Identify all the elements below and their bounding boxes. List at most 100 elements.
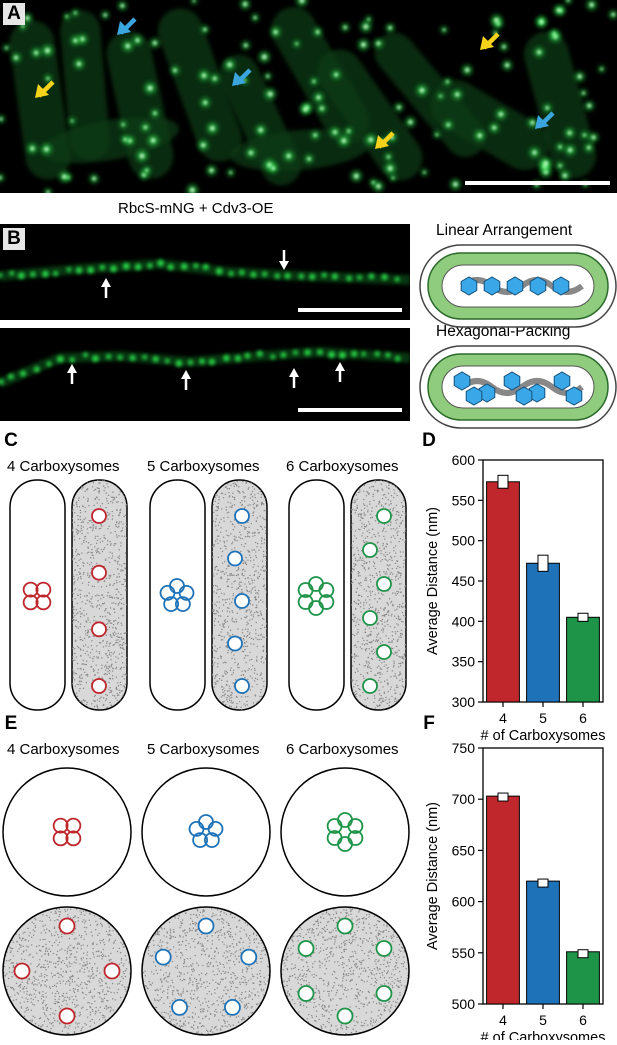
simulation-noise <box>97 992 99 994</box>
simulation-noise <box>382 494 385 496</box>
simulation-noise <box>397 638 399 641</box>
simulation-noise <box>88 919 90 921</box>
simulation-noise <box>93 585 95 588</box>
simulation-noise <box>260 638 263 641</box>
simulation-noise <box>363 604 365 606</box>
simulation-noise <box>353 661 356 663</box>
simulation-noise <box>372 485 375 488</box>
simulation-noise <box>99 615 101 618</box>
simulation-noise <box>248 554 251 556</box>
simulation-noise <box>36 952 38 954</box>
simulation-noise <box>230 982 232 984</box>
simulation-noise <box>119 491 121 493</box>
simulation-noise <box>42 1031 45 1034</box>
simulation-noise <box>390 600 393 603</box>
simulation-noise <box>83 625 86 628</box>
simulation-noise <box>97 547 99 550</box>
simulation-noise <box>212 663 214 666</box>
simulation-noise <box>363 601 365 604</box>
simulation-noise <box>371 640 373 643</box>
simulation-noise <box>43 999 45 1002</box>
carboxysome-spot <box>274 273 281 279</box>
simulation-noise <box>196 933 199 935</box>
simulation-noise <box>219 540 221 542</box>
simulation-noise <box>226 488 229 490</box>
simulation-noise <box>79 675 81 677</box>
carboxysome-spot-core <box>73 38 78 43</box>
simulation-noise <box>399 671 401 673</box>
simulation-noise <box>73 619 75 622</box>
simulation-noise <box>383 691 386 694</box>
simulation-noise <box>107 486 109 488</box>
simulation-noise <box>259 515 261 517</box>
simulation-noise <box>381 497 384 500</box>
simulation-noise <box>390 536 393 539</box>
carboxysome-spot <box>56 355 64 363</box>
simulation-noise <box>165 980 168 982</box>
simulation-noise <box>73 1032 76 1034</box>
simulation-noise <box>111 552 113 555</box>
simulation-noise <box>256 504 259 506</box>
simulation-noise <box>212 520 215 522</box>
carboxysome-spot <box>147 262 153 269</box>
carboxysome-spot <box>20 370 27 377</box>
simulation-noise <box>258 614 260 617</box>
simulation-noise <box>142 1018 143 1020</box>
simulation-noise <box>121 943 124 946</box>
simulation-noise <box>121 624 123 626</box>
simulation-noise <box>156 919 158 921</box>
schematic-linear-label: Linear Arrangement <box>436 222 573 239</box>
simulation-noise <box>167 992 169 994</box>
simulation-noise <box>255 556 258 559</box>
carboxysome-spot-core <box>44 47 51 54</box>
simulation-noise <box>113 620 115 622</box>
simulation-noise <box>57 992 60 994</box>
simulation-noise <box>222 599 224 601</box>
simulation-noise <box>125 935 127 938</box>
simulation-noise <box>96 548 98 551</box>
simulation-noise <box>107 1007 109 1009</box>
simulation-noise <box>120 622 122 625</box>
simulation-noise <box>245 1033 247 1035</box>
carboxysome-hexagon <box>528 383 546 403</box>
carboxysome-spot <box>215 267 223 275</box>
simulation-noise <box>83 518 85 521</box>
simulation-noise <box>223 517 225 519</box>
carboxysome-spot-core <box>5 46 8 50</box>
simulation-noise <box>260 983 262 986</box>
carboxysome-spot-core <box>261 54 267 60</box>
simulation-noise <box>351 707 354 709</box>
simulation-noise <box>363 523 365 526</box>
simulation-noise <box>50 907 52 908</box>
simulation-noise <box>87 581 90 584</box>
simulation-noise <box>79 576 82 578</box>
simulation-noise <box>58 915 60 917</box>
simulation-noise <box>371 485 373 488</box>
simulation-noise <box>114 530 117 533</box>
simulation-noise <box>78 985 80 987</box>
simulation-noise <box>46 1025 48 1028</box>
simulation-noise <box>81 612 83 615</box>
simulation-noise <box>77 564 79 567</box>
simulation-noise <box>77 977 79 980</box>
simulation-noise <box>8 917 10 920</box>
simulation-noise <box>259 1002 261 1004</box>
simulation-noise <box>94 674 97 676</box>
carboxysome-spot-core <box>477 133 482 138</box>
simulation-noise <box>355 695 357 698</box>
simulation-noise <box>233 654 235 656</box>
simulation-noise <box>398 540 400 543</box>
simulation-noise <box>130 1007 131 1009</box>
simulation-noise <box>370 657 373 660</box>
y-tick-label: 550 <box>452 492 476 508</box>
simulation-noise <box>384 538 386 540</box>
carboxysome-circle <box>163 596 180 612</box>
simulation-noise <box>50 933 53 935</box>
simulation-noise <box>252 485 254 488</box>
simulation-noise <box>122 707 124 710</box>
simulation-noise <box>227 483 229 485</box>
simulation-noise <box>212 585 215 587</box>
simulation-noise <box>83 919 85 921</box>
simulation-noise <box>86 951 89 953</box>
simulation-noise <box>257 577 259 580</box>
